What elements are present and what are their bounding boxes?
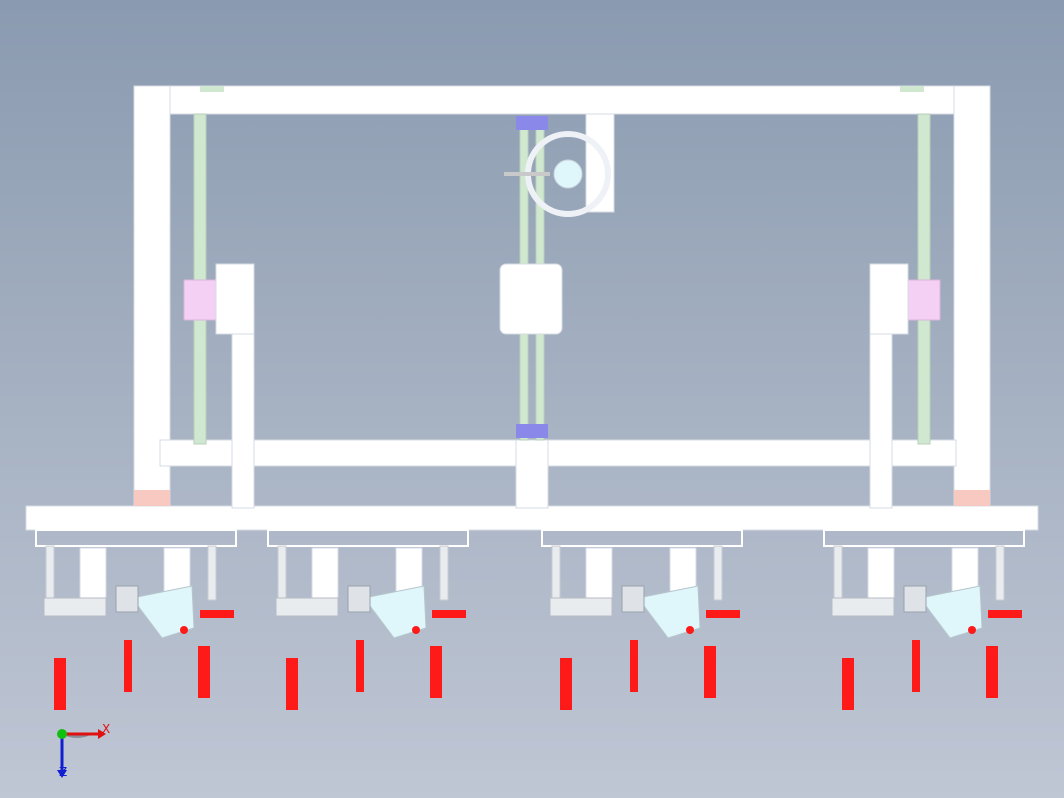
right-rail-cap [900,86,924,92]
toggle-clamp-left [831,597,895,617]
right-slide-block [905,279,941,321]
toggle-clamp-body [919,585,983,639]
clamp-pivot-dot [968,626,976,634]
handwheel [504,131,611,217]
toggle-clamp-left [275,597,339,617]
frame [25,85,1039,531]
handle-right [986,646,998,698]
clamp-upright-left [311,547,339,607]
clamp-module-4 [823,529,1025,710]
toggle-clamp-center [903,585,927,613]
guide-pin-right [713,545,723,601]
toggle-clamp-body [131,585,195,639]
clamp-module-2 [267,529,469,710]
mount-rail [541,529,743,547]
guide-rails [193,86,931,445]
guide-pin-left [277,545,287,601]
clamp-side-handle [200,610,234,618]
handle-center [124,640,132,692]
center-carriage-plate [499,263,563,335]
right-guide-rail [917,113,931,445]
clamp-upright-left [585,547,613,607]
clamp-pivot-dot [686,626,694,634]
center-post [515,439,549,509]
handle-center [630,640,638,692]
guide-pin-left [551,545,561,601]
clamp-module-1 [35,529,237,710]
left-guide-rail [193,113,207,445]
coordinate-triad [57,729,106,778]
triad-x-label: X [102,722,111,736]
triad-z-label: Z [59,765,68,779]
handwheel-hub [553,159,583,189]
toggle-clamp-center [621,585,645,613]
left-foot-pad [134,490,170,506]
toggle-clamp-center [347,585,371,613]
clamp-upright-left [867,547,895,607]
left-carriage-plate [215,263,255,335]
triad-x-arrow [98,729,106,739]
handle-right [430,646,442,698]
guide-pin-right [207,545,217,601]
toggle-clamp-body [637,585,701,639]
clamp-side-handle [706,610,740,618]
left-slide-block [183,279,219,321]
mount-rail [267,529,469,547]
handle-right [198,646,210,698]
right-column [953,85,991,507]
lower-screw-nut [516,424,548,438]
lower-crossbeam [159,439,957,467]
toggle-clamp-left [549,597,613,617]
lead-screw-nuts [516,116,548,438]
mount-rail [35,529,237,547]
feet-pads [134,490,990,506]
handle-left [54,658,66,710]
clamp-upright-left [79,547,107,607]
right-carriage-plate [869,263,909,335]
guide-pin-left [833,545,843,601]
handle-right [704,646,716,698]
clamp-modules [35,529,1025,710]
triad-z-arrow [57,770,67,778]
handle-center [912,640,920,692]
guide-pin-left [45,545,55,601]
clamp-pivot-dot [180,626,188,634]
guide-pin-right [439,545,449,601]
right-foot-pad [954,490,990,506]
clamp-side-handle [988,610,1022,618]
slide-blocks [183,263,941,335]
toggle-clamp-left [43,597,107,617]
clamp-side-handle [432,610,466,618]
base-plate [25,505,1039,531]
triad-y-origin [57,729,67,739]
handle-left [842,658,854,710]
handle-left [286,658,298,710]
toggle-clamp-body [363,585,427,639]
left-rail-cap [200,86,224,92]
upper-screw-nut [516,116,548,130]
toggle-clamp-center [115,585,139,613]
left-column [133,85,171,507]
clamp-module-3 [541,529,743,710]
clamp-pivot-dot [412,626,420,634]
handle-left [560,658,572,710]
mount-rail [823,529,1025,547]
guide-pin-right [995,545,1005,601]
handle-center [356,640,364,692]
top-crossbeam [133,85,991,115]
